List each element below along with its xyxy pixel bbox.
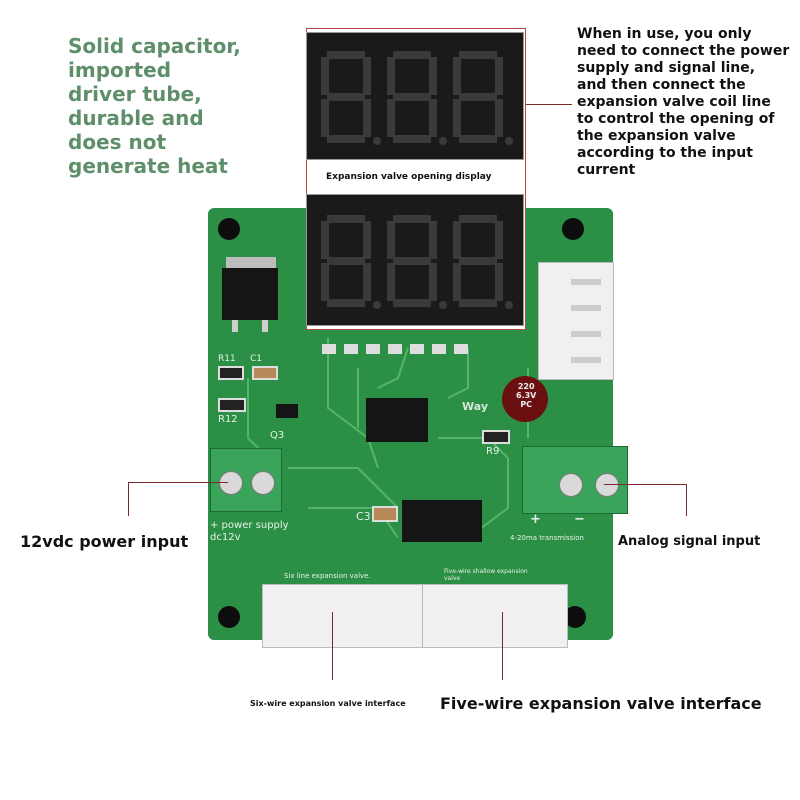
screw-icon <box>559 473 583 497</box>
power-terminal-block <box>210 448 282 512</box>
label-six-line: Six line expansion valve. <box>284 572 371 580</box>
five-wire-connector <box>422 584 568 648</box>
callout-usage: When in use, you only need to connect th… <box>577 26 792 179</box>
callout-line: need to connect the power <box>577 43 790 59</box>
capacitor-c3 <box>372 506 398 522</box>
transistor-leg <box>232 320 238 332</box>
label-five-wire-small: Five-wire shallow expansion valve <box>444 568 528 582</box>
cap-rating: 220 <box>517 382 535 391</box>
seven-segment-display-bottom <box>306 194 524 326</box>
callout-line: to control the opening of <box>577 111 775 127</box>
leader-line <box>332 612 333 680</box>
mounting-hole <box>562 218 584 240</box>
leader-line <box>128 482 228 483</box>
label-analog-input: Analog signal input <box>618 534 761 549</box>
label-c3: C3 <box>356 510 371 523</box>
label-q3: Q3 <box>270 430 285 441</box>
cap-rating: 6.3V <box>516 391 537 400</box>
six-wire-connector <box>262 584 424 648</box>
callout-line: the expansion valve <box>577 128 736 144</box>
screw-icon <box>219 471 243 495</box>
led-row <box>322 340 482 358</box>
leader-line <box>502 612 503 680</box>
seven-segment-display-top <box>306 32 524 160</box>
label-minus: − <box>574 512 585 527</box>
driver-chip <box>402 500 482 542</box>
label-six-wire: Six-wire expansion valve interface <box>250 699 406 708</box>
coil-connector <box>538 262 614 380</box>
screw-icon <box>251 471 275 495</box>
callout-line: and then connect the <box>577 77 746 93</box>
label-r12: R12 <box>218 414 238 425</box>
callout-line: durable and <box>68 106 204 130</box>
resistor-r12 <box>218 398 246 412</box>
callout-line: according to the input <box>577 145 753 161</box>
resistor-r11 <box>218 366 244 380</box>
resistor-r9 <box>482 430 510 444</box>
display-label: Expansion valve opening display <box>326 172 492 182</box>
cap-rating: PC <box>520 400 533 409</box>
label-way: Way <box>462 400 488 413</box>
callout-line: imported <box>68 58 172 82</box>
mounting-hole <box>218 606 240 628</box>
driver-transistor <box>222 268 278 320</box>
leader-line <box>128 482 129 516</box>
callout-line: generate heat <box>68 154 228 178</box>
callout-line: current <box>577 162 636 178</box>
analog-terminal-block <box>522 446 628 514</box>
label-power-input: 12vdc power input <box>20 532 189 551</box>
mounting-hole <box>218 218 240 240</box>
transistor-leg <box>262 320 268 332</box>
mounting-hole <box>564 606 586 628</box>
label-r9: R9 <box>486 446 500 457</box>
callout-line: supply and signal line, <box>577 60 756 76</box>
leader-line <box>604 484 686 485</box>
label-c1: C1 <box>250 354 263 364</box>
transistor-tab <box>226 257 276 269</box>
transistor-q3 <box>276 404 298 418</box>
microcontroller-chip <box>366 398 428 442</box>
callout-line: When in use, you only <box>577 26 752 42</box>
leader-line <box>524 104 572 105</box>
capacitor-c1 <box>252 366 278 380</box>
electrolytic-capacitor: 220 6.3V PC <box>502 376 548 422</box>
label-transmission: 4-20ma transmission <box>510 534 584 542</box>
label-plus: + <box>530 512 541 527</box>
label-five-wire: Five-wire expansion valve interface <box>440 694 762 713</box>
screw-icon <box>595 473 619 497</box>
callout-line: driver tube, <box>68 82 202 106</box>
label-r11: R11 <box>218 354 236 364</box>
leader-line <box>686 484 687 516</box>
label-power-supply: + power supply dc12v <box>210 520 289 543</box>
callout-line: expansion valve coil line <box>577 94 771 110</box>
callout-capacitor: Solid capacitor, imported driver tube, d… <box>68 34 298 178</box>
callout-line: does not <box>68 130 167 154</box>
callout-line: Solid capacitor, <box>68 34 241 58</box>
